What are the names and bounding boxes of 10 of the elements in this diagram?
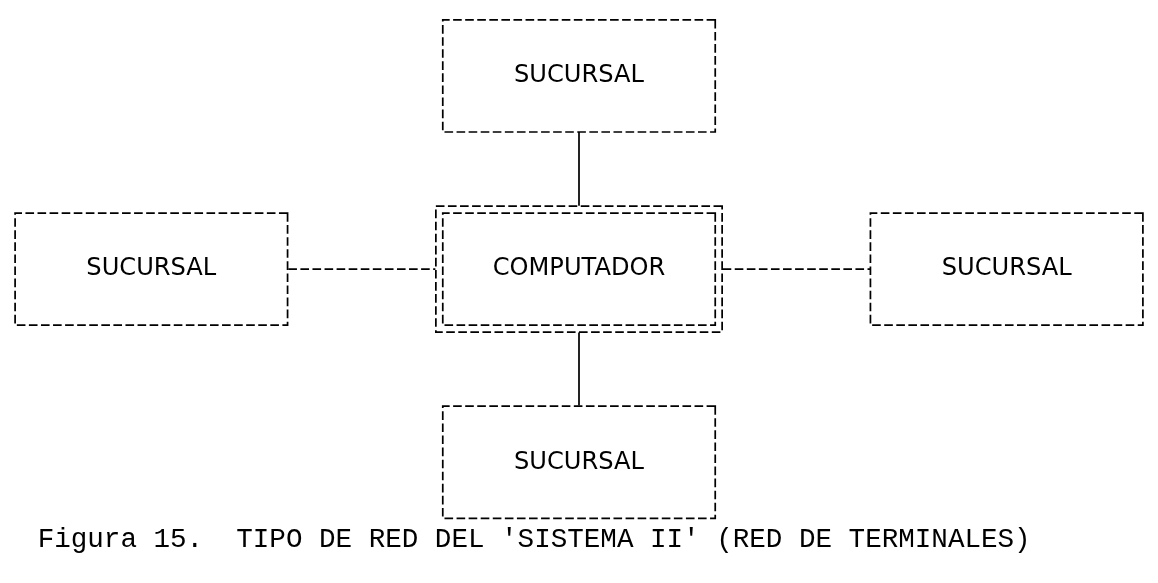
node-box: COMPUTADOR bbox=[435, 205, 723, 333]
node-box: SUCURSAL bbox=[441, 19, 717, 133]
connector bbox=[578, 131, 580, 207]
node-box: SUCURSAL bbox=[441, 405, 717, 520]
node-box: SUCURSAL bbox=[14, 212, 289, 326]
connector bbox=[287, 268, 437, 270]
caption: Figura 15. TIPO DE RED DEL 'SISTEMA II' (RED DE TERMINALES) bbox=[37, 524, 1031, 556]
node-box: SUCURSAL bbox=[869, 212, 1144, 326]
connector bbox=[578, 331, 580, 407]
connector bbox=[721, 268, 872, 270]
